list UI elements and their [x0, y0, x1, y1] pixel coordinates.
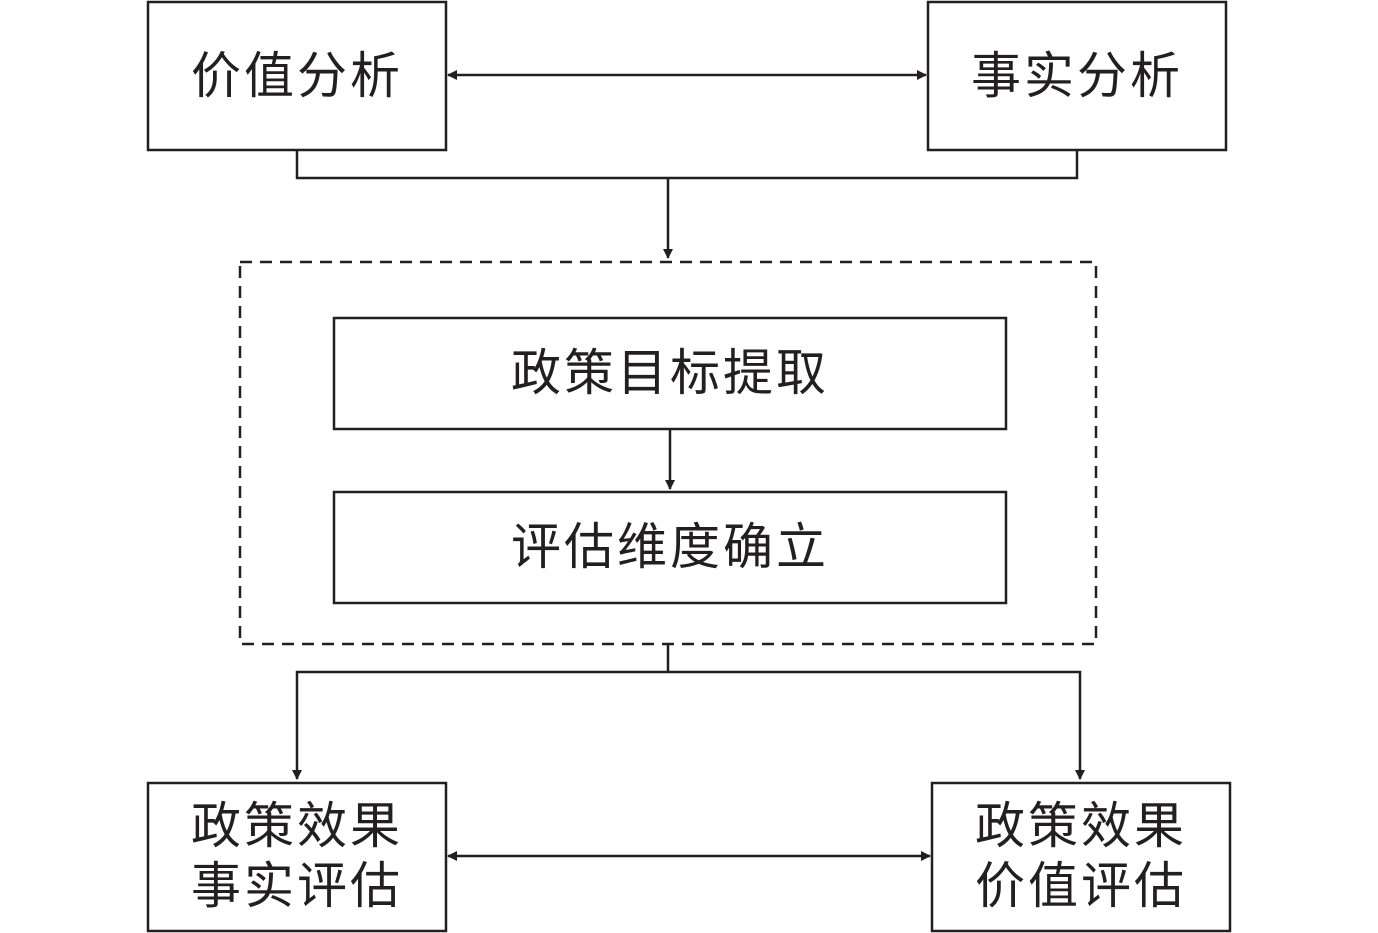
- fact-analysis-label: 事实分析: [971, 47, 1183, 105]
- fact-evaluation-node: 政策效果 事实评估: [146, 781, 448, 933]
- fact-analysis-node: 事实分析: [926, 0, 1228, 152]
- top-merge-connector: [295, 150, 1079, 180]
- goal-extraction-label: 政策目标提取: [511, 344, 829, 402]
- fact-evaluation-label-line2: 事实评估: [191, 857, 403, 915]
- value-analysis-node: 价值分析: [146, 0, 448, 152]
- value-evaluation-label-line1: 政策效果: [975, 797, 1187, 855]
- fact-evaluation-label-line1: 政策效果: [191, 797, 403, 855]
- dimension-establish-node: 评估维度确立: [332, 490, 1008, 605]
- value-evaluation-node: 政策效果 价值评估: [930, 781, 1232, 933]
- value-evaluation-label-line2: 价值评估: [975, 857, 1187, 915]
- value-analysis-label: 价值分析: [191, 47, 403, 105]
- dimension-establish-label: 评估维度确立: [511, 518, 829, 576]
- goal-extraction-node: 政策目标提取: [332, 316, 1008, 431]
- bottom-split-connector: [292, 670, 1085, 780]
